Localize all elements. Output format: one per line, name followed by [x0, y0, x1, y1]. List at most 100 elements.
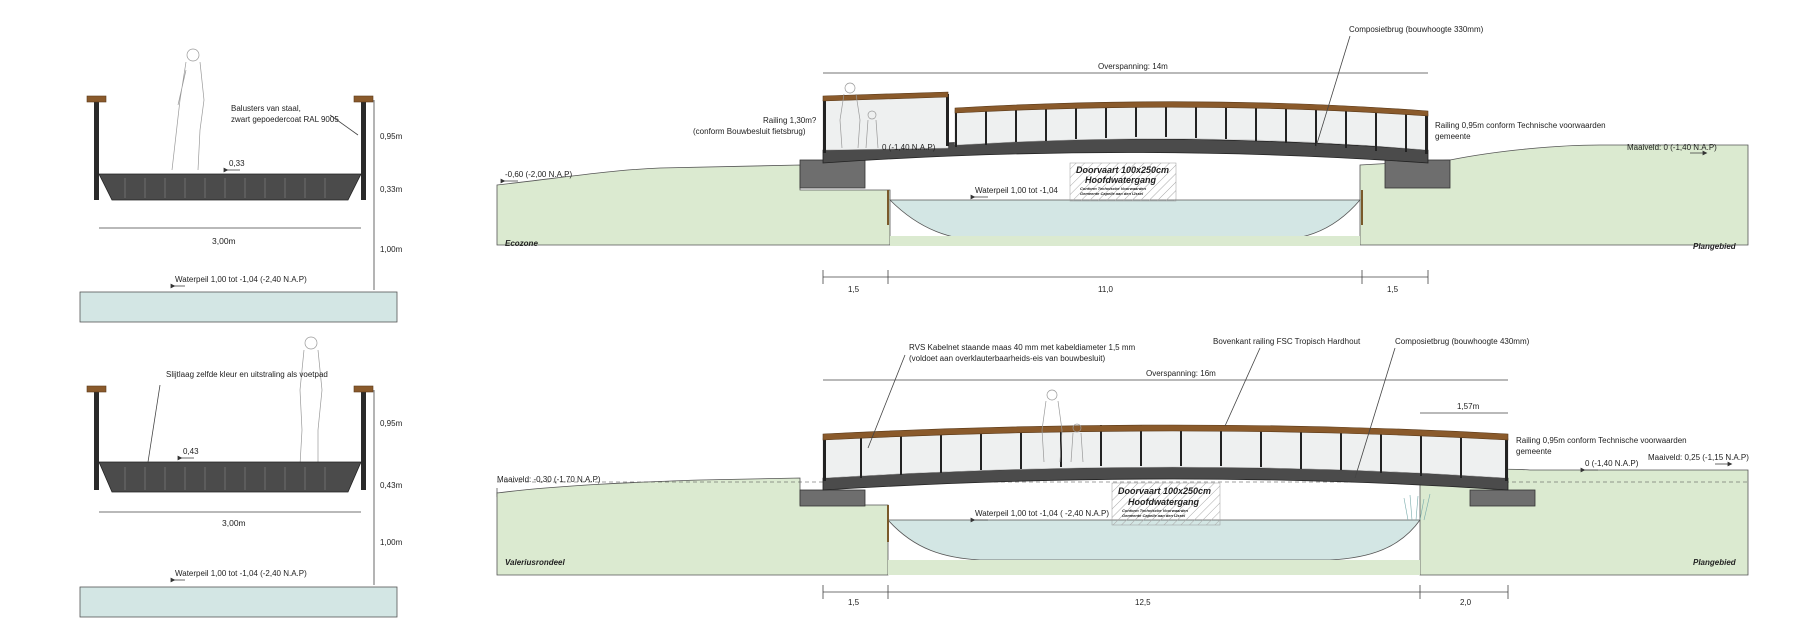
label-waterpeil: Waterpeil 1,00 tot -1,04 ( -2,40 N.A.P): [975, 509, 1109, 518]
zone-right: Plangebied: [1693, 242, 1737, 251]
abutment-left: [799, 159, 866, 189]
dim-deck-height: 0,43m: [380, 481, 403, 490]
dim-c: 1,5: [1387, 285, 1399, 294]
label-railing-left-2: (conform Bouwbesluit fietsbrug): [693, 127, 806, 136]
deck-trough: [98, 461, 362, 493]
leader-composiet: [1354, 347, 1396, 479]
dim-width: 3,00m: [222, 518, 246, 528]
zone-left: Valeriusrondeel: [505, 558, 566, 567]
doorvaart-subtitle: Hoofdwatergang: [1128, 497, 1200, 507]
person-silhouette: [171, 48, 205, 171]
post-left: [94, 390, 99, 490]
doorvaart-note-1: Conform Technische Voorwaarden: [1080, 186, 1146, 191]
label-railing-right-2: gemeente: [1435, 132, 1471, 141]
label-railing-right-1: Railing 0,95m conform Technische voorwaa…: [1516, 436, 1687, 445]
doorvaart-note-2: Gemeente Capelle aan den IJssel: [1080, 191, 1144, 196]
label-composiet: Composietbrug (bouwhoogte 430mm): [1395, 337, 1530, 346]
ground-bottom: [890, 236, 1360, 246]
person-silhouette: [1041, 389, 1084, 463]
elevation-top: Doorvaart 100x250cm Hoofdwatergang Confo…: [496, 25, 1749, 294]
label-balusters-line2: zwart gepoedercoat RAL 9005: [231, 115, 339, 124]
handrail-right: [353, 95, 374, 103]
dim-clearance: 1,00m: [380, 538, 403, 547]
ground-left: [496, 477, 889, 576]
post-right: [361, 100, 366, 200]
label-bovenkant: Bovenkant railing FSC Tropisch Hardhout: [1213, 337, 1361, 346]
dim-rail-height: 0,95m: [380, 419, 403, 428]
label-deck-level: 0 (-1,40 N.A.P): [882, 143, 936, 152]
ground-right: [1359, 144, 1749, 246]
slope-label: 0,43: [183, 447, 199, 456]
label-overspanning: Overspanning: 16m: [1146, 369, 1216, 378]
doorvaart-title: Doorvaart 100x250cm: [1076, 165, 1169, 175]
dim-c: 2,0: [1460, 598, 1472, 607]
doorvaart-clearance: [1111, 482, 1221, 526]
label-slijtlaag: Slijtlaag zelfde kleur en uitstraling al…: [166, 370, 328, 379]
label-rvs-2: (voldoet aan overklauterbaarheids-eis va…: [909, 354, 1105, 363]
dim-deck-height: 0,33m: [380, 185, 403, 194]
zone-left: Ecozone: [505, 239, 538, 248]
deck-ribs: [124, 178, 326, 198]
handrail-left: [86, 95, 107, 103]
label-balusters-line1: Balusters van staal,: [231, 104, 301, 113]
deck-ribs: [124, 467, 326, 490]
doorvaart-clearance: [1069, 162, 1177, 202]
waterpeil-label: Waterpeil 1,00 tot -1,04 (-2,40 N.A.P): [175, 569, 307, 578]
person-silhouette: [839, 82, 879, 149]
dim-157: 1,57m: [1457, 402, 1480, 411]
label-composiet: Composietbrug (bouwhoogte 330mm): [1349, 25, 1484, 34]
doorvaart-title: Doorvaart 100x250cm: [1118, 486, 1211, 496]
cross-section-top: Balusters van staal, zwart gepoedercoat …: [79, 48, 403, 323]
water-body: [79, 291, 398, 323]
label-railing-left-1: Railing 1,30m?: [763, 116, 817, 125]
label-maaiveld-right: Maaiveld: 0,25 (-1,15 N.A.P): [1648, 453, 1749, 462]
handrail-left: [86, 385, 107, 393]
dim-b: 11,0: [1098, 285, 1114, 294]
leader-bovenkant: [1224, 347, 1261, 427]
handrail-main: [954, 101, 1429, 117]
label-left-level: -0,60 (-2,00 N.A.P): [505, 170, 572, 179]
slope-label: 0,33: [229, 159, 245, 168]
water-body: [79, 586, 398, 618]
ground-bottom: [888, 560, 1420, 575]
leader-rvs: [867, 354, 906, 449]
post-left: [94, 100, 99, 200]
ground-left: [496, 164, 891, 246]
abutment-right: [1384, 159, 1451, 189]
deck-trough: [98, 173, 362, 201]
waterpeil-label: Waterpeil 1,00 tot -1,04 (-2,40 N.A.P): [175, 275, 307, 284]
handrail-main: [822, 424, 1509, 441]
dim-clearance: 1,00m: [380, 245, 403, 254]
cross-section-bottom: Slijtlaag zelfde kleur en uitstraling al…: [79, 336, 403, 618]
handrail-right: [353, 385, 374, 393]
dim-a: 1,5: [848, 598, 860, 607]
abutment-right: [1469, 489, 1536, 507]
dim-b: 12,5: [1135, 598, 1151, 607]
post-right: [361, 390, 366, 490]
label-railing-right-1: Railing 0,95m conform Technische voorwaa…: [1435, 121, 1606, 130]
leader-slijtlaag: [147, 384, 161, 463]
doorvaart-note-1: Conform Technische Voorwaarden: [1122, 508, 1188, 513]
water-channel: [887, 519, 1421, 561]
elevation-bottom: Doorvaart 100x250cm Hoofdwatergang Confo…: [496, 337, 1749, 607]
railing-posts: [823, 94, 1428, 154]
label-maaiveld-left: Maaiveld: -0,30 (-1,70 N.A.P): [497, 475, 601, 484]
label-deck-level: 0 (-1,40 N.A.P): [1585, 459, 1639, 468]
water-channel: [889, 199, 1361, 243]
person-silhouette-2: [299, 336, 323, 466]
leader-balusters: [329, 114, 359, 136]
dim-rail-height: 0,95m: [380, 132, 403, 141]
label-overspanning: Overspanning: 14m: [1098, 62, 1168, 71]
dim-width: 3,00m: [212, 236, 236, 246]
label-maaiveld: Maaiveld: 0 (-1,40 N.A.P): [1627, 143, 1717, 152]
doorvaart-subtitle: Hoofdwatergang: [1085, 175, 1157, 185]
label-railing-right-2: gemeente: [1516, 447, 1552, 456]
label-rvs-1: RVS Kabelnet staande maas 40 mm met kabe…: [909, 343, 1136, 352]
leader-composiet: [1314, 35, 1351, 151]
reeds: [1403, 493, 1431, 521]
label-waterpeil: Waterpeil 1,00 tot -1,04: [975, 186, 1058, 195]
dim-a: 1,5: [848, 285, 860, 294]
zone-right: Plangebied: [1693, 558, 1737, 567]
handrail-high: [822, 91, 949, 102]
